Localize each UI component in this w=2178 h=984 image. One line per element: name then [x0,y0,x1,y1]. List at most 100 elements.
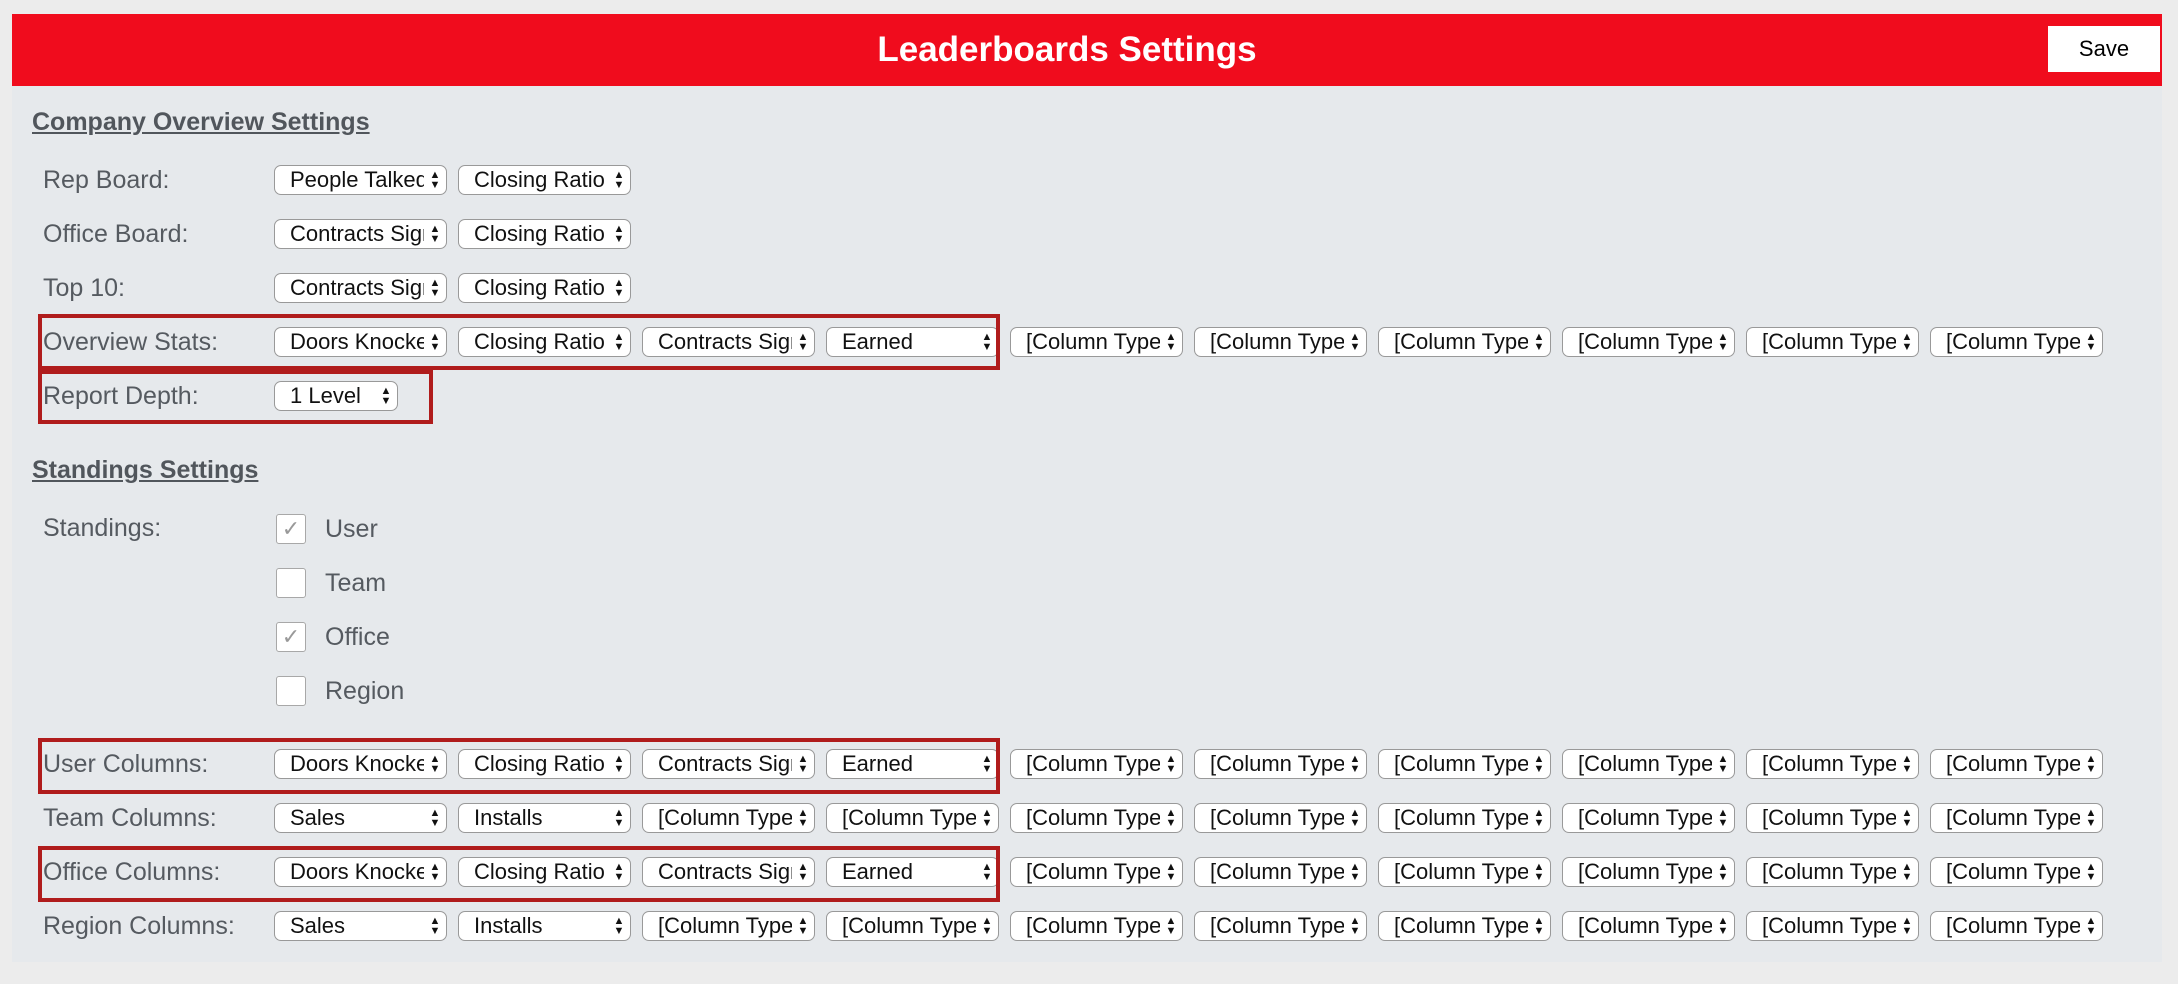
column-select[interactable]: [Column Type]▲▼ [1562,857,1735,887]
column-select[interactable]: [Column Type]▲▼ [1194,857,1367,887]
column-select[interactable]: [Column Type]▲▼ [1194,911,1367,941]
column-select[interactable]: [Column Type]▲▼ [1010,911,1183,941]
column-select[interactable]: [Column Type]▲▼ [1746,911,1919,941]
column-select[interactable]: Earned▲▼ [826,327,999,357]
select-value: Closing Ratio [474,859,605,884]
select-value: [Column Type] [1946,805,2080,830]
column-select[interactable]: [Column Type]▲▼ [1562,327,1735,357]
user-checkbox-label: User [325,515,378,543]
column-select[interactable]: [Column Type]▲▼ [1562,749,1735,779]
column-select[interactable]: [Column Type]▲▼ [1562,911,1735,941]
column-select[interactable]: [Column Type]▲▼ [1378,327,1551,357]
select-arrows-icon: ▲▼ [1533,861,1545,883]
select-arrows-icon: ▲▼ [1901,915,1913,937]
standings-title: Standings Settings [32,456,259,484]
column-select[interactable]: Closing Ratio▲▼ [458,273,631,303]
column-select[interactable]: [Column Type]▲▼ [826,803,999,833]
column-select[interactable]: [Column Type]▲▼ [826,911,999,941]
select-arrows-icon: ▲▼ [2085,331,2097,353]
select-value: Sales [290,913,346,938]
select-arrows-icon: ▲▼ [1717,861,1729,883]
column-select[interactable]: [Column Type]▲▼ [1194,749,1367,779]
column-select[interactable]: Closing Ratio▲▼ [458,327,631,357]
column-select[interactable]: [Column Type]▲▼ [1010,857,1183,887]
column-select[interactable]: [Column Type]▲▼ [1378,857,1551,887]
column-select[interactable]: [Column Type]▲▼ [1746,803,1919,833]
column-select[interactable]: [Column Type]▲▼ [1562,803,1735,833]
select-arrows-icon: ▲▼ [1533,753,1545,775]
select-value: Closing Ratio [474,275,605,300]
select-arrows-icon: ▲▼ [429,915,441,937]
column-select[interactable]: [Column Type]▲▼ [1378,803,1551,833]
select-value: Installs [474,913,543,938]
select-arrows-icon: ▲▼ [429,753,441,775]
column-select[interactable]: Earned▲▼ [826,749,999,779]
select-arrows-icon: ▲▼ [1165,861,1177,883]
select-value: Closing Ratio [474,751,605,776]
column-select[interactable]: [Column Type]▲▼ [1746,327,1919,357]
column-select[interactable]: [Column Type]▲▼ [1010,803,1183,833]
column-select[interactable]: [Column Type]▲▼ [642,803,815,833]
select-arrows-icon: ▲▼ [1349,861,1361,883]
column-select[interactable]: Installs▲▼ [458,911,631,941]
column-select[interactable]: Contracts Signed▲▼ [274,273,447,303]
select-value: Contracts Signed [290,275,424,300]
column-select[interactable]: Closing Ratio▲▼ [458,857,631,887]
select-value: [Column Type] [1578,751,1712,776]
column-select[interactable]: Doors Knocked▲▼ [274,327,447,357]
column-select[interactable]: Contracts Signed▲▼ [642,327,815,357]
select-value: [Column Type] [1394,859,1528,884]
column-select[interactable]: [Column Type]▲▼ [1194,327,1367,357]
column-select[interactable]: Closing Ratio▲▼ [458,219,631,249]
team-checkbox[interactable] [276,568,306,598]
select-arrows-icon: ▲▼ [1901,861,1913,883]
select-value: [Column Type] [842,913,976,938]
select-arrows-icon: ▲▼ [1165,753,1177,775]
user-checkbox[interactable]: ✓ [276,514,306,544]
column-select[interactable]: Sales ▲▼ [274,911,447,941]
column-select[interactable]: [Column Type]▲▼ [1746,857,1919,887]
column-select[interactable]: Installs▲▼ [458,803,631,833]
column-select[interactable]: Doors Knocked▲▼ [274,749,447,779]
select-arrows-icon: ▲▼ [429,807,441,829]
column-select[interactable]: Closing Ratio▲▼ [458,749,631,779]
select-value: [Column Type] [842,805,976,830]
column-select[interactable]: [Column Type]▲▼ [1930,749,2103,779]
office-checkbox[interactable]: ✓ [276,622,306,652]
column-select[interactable]: [Column Type]▲▼ [1010,749,1183,779]
select-value: [Column Type] [1394,329,1528,354]
column-select[interactable]: [Column Type]▲▼ [1930,911,2103,941]
column-select[interactable]: [Column Type]▲▼ [1378,749,1551,779]
column-select[interactable]: [Column Type]▲▼ [1930,857,2103,887]
select-value: [Column Type] [1578,329,1712,354]
column-select[interactable]: [Column Type]▲▼ [1010,327,1183,357]
column-select[interactable]: Earned▲▼ [826,857,999,887]
select-value: Closing Ratio [474,329,605,354]
select-arrows-icon: ▲▼ [797,915,809,937]
column-select[interactable]: Closing Ratio▲▼ [458,165,631,195]
select-arrows-icon: ▲▼ [1717,807,1729,829]
column-select[interactable]: People Talked▲▼ [274,165,447,195]
save-button[interactable]: Save [2048,26,2160,72]
column-select[interactable]: [Column Type]▲▼ [1930,803,2103,833]
select-value: Doors Knocked [290,329,424,354]
select-value: [Column Type] [1946,751,2080,776]
column-select[interactable]: [Column Type]▲▼ [1746,749,1919,779]
column-select[interactable]: [Column Type]▲▼ [1930,327,2103,357]
select-value: Closing Ratio [474,221,605,246]
select-arrows-icon: ▲▼ [429,331,441,353]
column-select[interactable]: Sales▲▼ [274,803,447,833]
column-select[interactable]: 1 Level▲▼ [274,381,398,411]
select-arrows-icon: ▲▼ [1349,331,1361,353]
column-select[interactable]: Contracts Signed▲▼ [642,857,815,887]
checkmark-icon: ✓ [281,516,301,541]
select-arrows-icon: ▲▼ [429,223,441,245]
select-arrows-icon: ▲▼ [1533,915,1545,937]
column-select[interactable]: [Column Type]▲▼ [642,911,815,941]
region-checkbox[interactable] [276,676,306,706]
column-select[interactable]: Contracts Signed▲▼ [642,749,815,779]
column-select[interactable]: [Column Type]▲▼ [1378,911,1551,941]
column-select[interactable]: Contracts Signed▲▼ [274,219,447,249]
column-select[interactable]: [Column Type]▲▼ [1194,803,1367,833]
column-select[interactable]: Doors Knocked▲▼ [274,857,447,887]
